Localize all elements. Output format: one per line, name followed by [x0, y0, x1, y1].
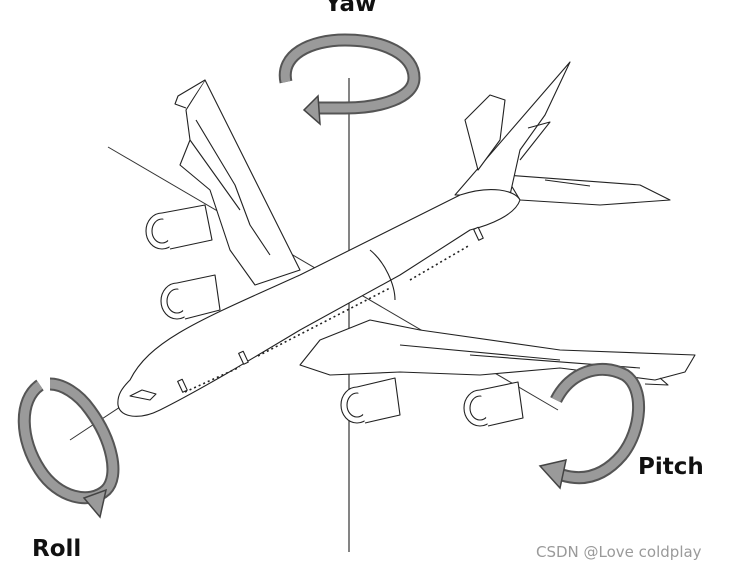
engine-left-inner: [160, 274, 221, 320]
yaw-label: Yaw: [325, 0, 377, 17]
fuselage: [117, 189, 521, 417]
pitch-label: Pitch: [638, 454, 704, 480]
left-wing: [179, 79, 301, 286]
right-stabilizer: [504, 174, 671, 206]
yaw-rotation-arrow-icon: [278, 33, 421, 126]
watermark-text: CSDN @Love coldplay: [536, 543, 702, 561]
engine-left-outer: [145, 204, 213, 250]
right-wing: [299, 319, 696, 381]
engine-right-outer: [463, 381, 524, 427]
airplane-illustration: [117, 61, 696, 427]
pitch-rotation-arrow-icon: [538, 362, 645, 490]
engine-right-inner: [340, 377, 401, 424]
roll-label: Roll: [32, 536, 82, 562]
roll-rotation-arrow-icon: [17, 377, 120, 519]
